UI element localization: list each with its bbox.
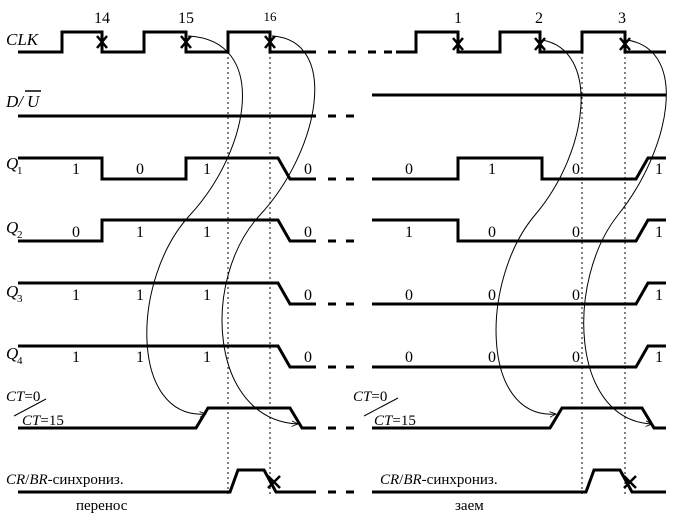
du-label-d: D/ xyxy=(5,92,25,111)
x-mark-clk-1 xyxy=(452,37,464,51)
q3-wave-left xyxy=(18,281,316,306)
q2-bit-left-3: 0 xyxy=(304,224,312,241)
clk-label: CLK xyxy=(6,30,40,49)
q2-wave-right xyxy=(372,218,666,243)
q4-wave-right xyxy=(372,344,666,369)
clk-wave-right xyxy=(396,30,666,54)
svg-text:3: 3 xyxy=(17,293,23,305)
svg-text:2: 2 xyxy=(17,229,23,241)
ct-zero-label-right: CT=0 xyxy=(353,389,387,405)
q3-bit-left-2: 1 xyxy=(203,287,211,304)
carry-caption: перенос xyxy=(76,498,128,514)
q1-wave-left xyxy=(18,156,316,181)
ct-wave-left xyxy=(18,406,316,430)
svg-text:4: 4 xyxy=(17,355,23,367)
ct-separator-left xyxy=(13,398,47,417)
ct-wave-right xyxy=(372,406,666,430)
q1-bit-left-2: 1 xyxy=(203,161,211,178)
arrow-clk2-to-ct xyxy=(495,39,582,414)
q2-bit-left-1: 1 xyxy=(136,224,144,241)
q2-label: Q 2 xyxy=(6,218,23,241)
clock-number-15: 15 xyxy=(178,10,194,27)
svg-text:Q: Q xyxy=(6,154,18,173)
crbr-wave-right xyxy=(372,468,666,494)
q3-label: Q 3 xyxy=(6,282,23,305)
clock-number-1: 1 xyxy=(454,10,462,27)
x-mark-clk-15 xyxy=(180,35,192,49)
clock-number-14: 14 xyxy=(94,10,110,27)
borrow-caption: заем xyxy=(455,498,484,514)
ct-fifteen-label-left: CT=15 xyxy=(22,413,64,429)
q1-label: Q 1 xyxy=(6,154,23,177)
svg-text:CR/BR-синхрониз.: CR/BR-синхрониз. xyxy=(380,472,498,488)
bit-values: 1 0 1 0 0 1 1 0 1 1 1 0 1 1 1 0 0 1 0 1 1 0 0 1 0 0 0 1 0 0 0 1 xyxy=(72,161,663,366)
q2-wave-left xyxy=(18,218,316,243)
q4-bit-left-2: 1 xyxy=(203,349,211,366)
q3-bit-right-1: 0 xyxy=(488,287,496,304)
arrow-clk3-to-ct xyxy=(583,39,667,424)
du-label: D/ U xyxy=(5,90,41,111)
svg-text:CR/BR-синхрониз.: CR/BR-синхрониз. xyxy=(6,472,124,488)
q3-bit-right-0: 0 xyxy=(405,287,413,304)
q4-bit-left-3: 0 xyxy=(304,349,312,366)
x-mark-crbr-right xyxy=(623,475,637,489)
clock-number-3: 3 xyxy=(618,10,626,27)
q1-bit-right-0: 0 xyxy=(405,161,413,178)
svg-text:CT=15: CT=15 xyxy=(22,413,64,429)
q3-bit-right-3: 1 xyxy=(655,287,663,304)
q4-bit-left-0: 1 xyxy=(72,349,80,366)
q4-bit-right-0: 0 xyxy=(405,349,413,366)
svg-text:CT=0: CT=0 xyxy=(6,389,40,405)
ct-fifteen-label-right: CT=15 xyxy=(374,413,416,429)
q2-bit-right-0: 1 xyxy=(405,224,413,241)
q1-bit-left-1: 0 xyxy=(136,161,144,178)
causal-arrows xyxy=(146,35,667,424)
q3-bit-left-0: 1 xyxy=(72,287,80,304)
crbr-label-right: CR/BR-синхрониз. xyxy=(380,472,498,488)
q1-bit-left-3: 0 xyxy=(304,161,312,178)
q3-bit-left-3: 0 xyxy=(304,287,312,304)
q1-bit-right-1: 1 xyxy=(488,161,496,178)
svg-text:1: 1 xyxy=(17,165,23,177)
x-mark-clk-16 xyxy=(264,35,276,49)
q4-bit-right-1: 0 xyxy=(488,349,496,366)
clk-wave-left xyxy=(18,30,316,54)
q4-bit-right-3: 1 xyxy=(655,349,663,366)
svg-text:CT=0: CT=0 xyxy=(353,389,387,405)
q4-bit-left-1: 1 xyxy=(136,349,144,366)
svg-text:Q: Q xyxy=(6,218,18,237)
q3-bit-right-2: 0 xyxy=(572,287,580,304)
break-dashes xyxy=(328,50,392,494)
q1-bit-right-3: 1 xyxy=(655,161,663,178)
q3-bit-left-1: 1 xyxy=(136,287,144,304)
q4-wave-left xyxy=(18,344,316,369)
ct-separator-right xyxy=(363,397,399,417)
x-mark-clk-14 xyxy=(96,35,108,49)
q1-wave-right xyxy=(372,156,666,181)
q1-bit-right-2: 0 xyxy=(572,161,580,178)
q4-bit-right-2: 0 xyxy=(572,349,580,366)
q2-bit-right-3: 1 xyxy=(655,224,663,241)
q1-bit-left-0: 1 xyxy=(72,161,80,178)
q2-bit-right-2: 0 xyxy=(572,224,580,241)
arrow-clk16-to-ct xyxy=(221,35,316,424)
q2-bit-left-2: 1 xyxy=(203,224,211,241)
ct-zero-label-left: CT=0 xyxy=(6,389,40,405)
svg-text:Q: Q xyxy=(6,344,18,363)
clock-number-16: 16 xyxy=(264,9,278,24)
q4-label: Q 4 xyxy=(6,344,23,367)
clock-number-2: 2 xyxy=(535,10,543,27)
du-label-u: U xyxy=(27,92,41,111)
svg-text:Q: Q xyxy=(6,282,18,301)
x-mark-crbr-left xyxy=(267,475,281,489)
arrow-clk15-to-ct xyxy=(146,35,243,414)
crbr-label-left: CR/BR-синхрониз. xyxy=(6,472,124,488)
q3-wave-right xyxy=(372,281,666,306)
q2-bit-right-1: 0 xyxy=(488,224,496,241)
svg-text:CT=15: CT=15 xyxy=(374,413,416,429)
q2-bit-left-0: 0 xyxy=(72,224,80,241)
crbr-wave-left xyxy=(18,468,316,494)
